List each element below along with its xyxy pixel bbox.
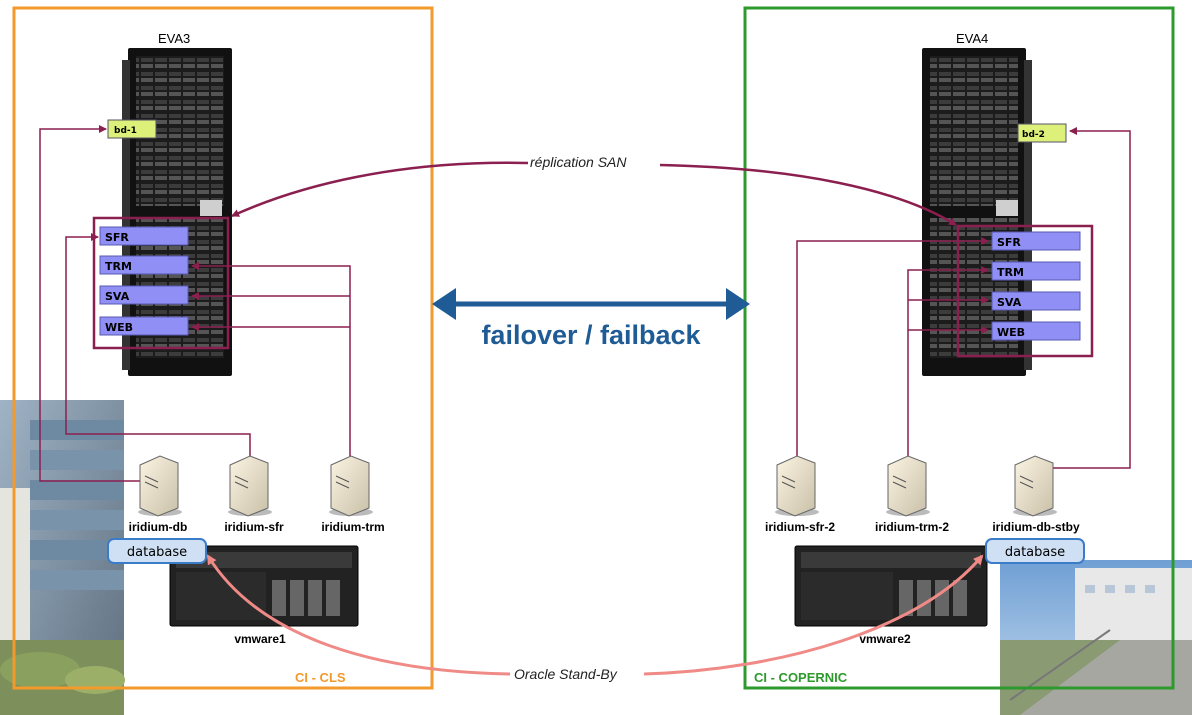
server-name-right-2: iridium-trm-2	[875, 520, 949, 534]
host-name-left: vmware1	[234, 632, 286, 646]
volume-label: WEB	[105, 321, 133, 334]
vmware-host-left	[169, 545, 359, 627]
volume-label: WEB	[997, 326, 1025, 339]
volume-group-right	[956, 224, 1094, 358]
volume-sva-left	[99, 285, 189, 305]
volume-web-left	[99, 316, 189, 336]
failover-label: failover / failback	[481, 320, 701, 350]
volume-label: SVA	[105, 290, 130, 303]
database-badge-label-left: database	[127, 545, 187, 560]
failover-arrow	[432, 288, 750, 320]
volume-trm-right	[991, 261, 1081, 281]
server-icon-iridium-trm-2	[886, 455, 930, 517]
database-badge-left	[107, 538, 207, 564]
volume-label: TRM	[997, 266, 1024, 279]
volume-trm-left	[99, 255, 189, 275]
volume-label: TRM	[105, 260, 132, 273]
storage-array-name-right: EVA4	[956, 31, 988, 46]
server-icon-iridium-sfr	[228, 455, 272, 517]
left-building-photo	[0, 400, 125, 715]
server-icon-iridium-db	[138, 455, 182, 517]
site-box-left	[12, 6, 434, 690]
server-name-right-1: iridium-sfr-2	[765, 520, 835, 534]
volume-sfr-left	[99, 226, 189, 246]
site-box-right	[743, 6, 1175, 690]
server-icon-iridium-trm	[329, 455, 373, 517]
volume-label: SFR	[105, 231, 129, 244]
disk-group-label-right: bd-2	[1022, 130, 1045, 140]
standby-label: Oracle Stand-By	[514, 666, 618, 682]
server-icon-iridium-sfr-2	[775, 455, 819, 517]
volume-sva-right	[991, 291, 1081, 311]
server-name-left-1: iridium-db	[129, 520, 188, 534]
disk-group-box-right	[1017, 123, 1067, 143]
server-icon-iridium-db-stby	[1013, 455, 1057, 517]
server-name-left-3: iridium-trm	[321, 520, 384, 534]
database-badge-label-right: database	[1005, 545, 1065, 560]
volume-group-left	[92, 216, 230, 350]
disk-group-box-left	[107, 119, 157, 139]
disk-group-label-left: bd-1	[114, 126, 137, 136]
database-badge-right	[985, 538, 1085, 564]
server-volume-links-right	[796, 127, 1131, 469]
storage-array-name-left: EVA3	[158, 31, 190, 46]
volume-label: SFR	[997, 236, 1021, 249]
volume-web-right	[991, 321, 1081, 341]
replication-label: réplication SAN	[530, 154, 627, 170]
volume-list-right: SFR TRM SVA WEB	[991, 231, 1081, 341]
volume-list-left: SFR TRM SVA WEB	[99, 226, 189, 336]
volume-sfr-right	[991, 231, 1081, 251]
server-volume-links-left	[39, 125, 351, 482]
san-replication-link	[231, 161, 957, 227]
site-label-left: CI - CLS	[295, 670, 346, 685]
right-building-photo	[1000, 560, 1192, 715]
server-name-left-2: iridium-sfr	[224, 520, 284, 534]
server-name-right-3: iridium-db-stby	[992, 520, 1080, 534]
vmware-host-right	[794, 545, 988, 627]
volume-label: SVA	[997, 296, 1022, 309]
host-name-right: vmware2	[859, 632, 911, 646]
site-label-right: CI - COPERNIC	[754, 670, 848, 685]
oracle-standby-link	[206, 554, 984, 676]
